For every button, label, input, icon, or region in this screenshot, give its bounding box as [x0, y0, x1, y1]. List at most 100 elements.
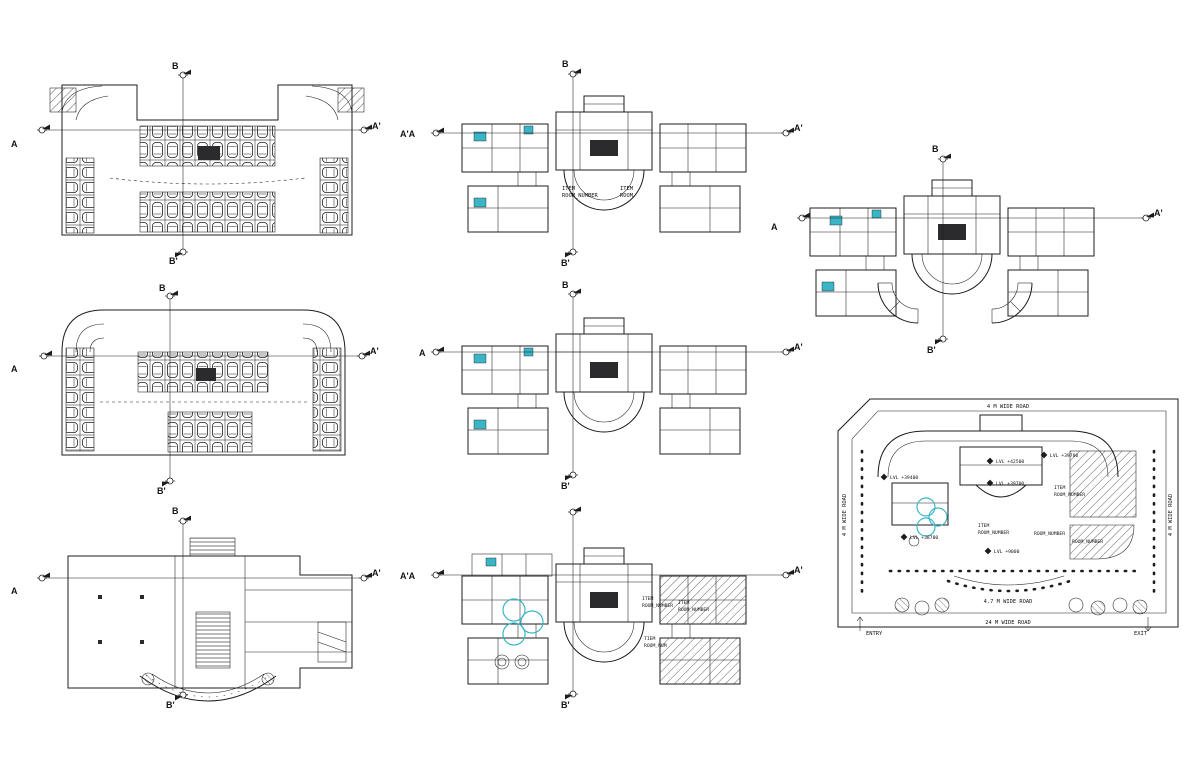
section-marker-a-prime: A': [370, 346, 379, 356]
section-flag: [780, 127, 795, 137]
section-lines: B B' A A': [11, 61, 381, 266]
plan-typical-floor-c: B B' A A': [419, 280, 803, 491]
room-label: ITEM: [562, 186, 576, 192]
curved-colonnade-dots: [946, 579, 1072, 593]
planter: [494, 654, 510, 670]
road-label-bottom: 24 M WIDE ROAD: [985, 620, 1030, 626]
level-marker-6: LVL +9000: [994, 549, 1020, 555]
section-flag: [358, 572, 373, 582]
section-marker-b: B: [172, 61, 179, 71]
section-marker-a-prime: A': [372, 568, 381, 578]
tree: [1112, 597, 1128, 613]
drive-aisle: [109, 177, 306, 185]
lift-core: [198, 146, 220, 160]
level-marker-3: LVL +39700: [996, 481, 1024, 487]
section-marker-b-prime: B': [169, 256, 178, 266]
exit-label: EXIT: [1134, 631, 1148, 637]
tree: [1132, 599, 1148, 615]
section-flag: [564, 690, 579, 700]
section-marker-a-prime: A': [1154, 208, 1163, 218]
section-marker-b-prime: B': [166, 700, 175, 710]
section-marker-b: B: [932, 144, 939, 154]
plan-ground-floor-middle: ITEM ROOM_NUMBER ITEM ROOM_NUMBER TIEM R…: [400, 506, 803, 710]
section-flag: [780, 346, 795, 356]
section-flag: [36, 124, 51, 134]
lift-core: [196, 368, 216, 381]
section-flag: [780, 569, 795, 579]
room-label: ITEM: [678, 600, 689, 606]
level-marker-4: LVL +39700: [1050, 453, 1078, 459]
section-flag: [564, 471, 579, 481]
trees-bottom: [894, 597, 1148, 616]
tree: [1068, 597, 1084, 613]
level-marker-2: LVL +42500: [996, 459, 1024, 465]
parking-stalls-left: [65, 347, 95, 452]
curved-wall: [953, 575, 1065, 586]
level-diamond: [986, 457, 994, 465]
room-label: ITEM: [642, 596, 653, 602]
section-flag: [430, 127, 445, 137]
entrance-portico-arc: [139, 672, 277, 702]
plan-parking-lower: B B' A A': [11, 283, 379, 496]
section-flag: [174, 691, 189, 701]
hall-columns: [98, 595, 144, 644]
level-marker-5: LVL +38700: [910, 535, 938, 541]
toilet-block: [871, 209, 882, 219]
room-label: ROOM: [620, 193, 634, 199]
room-label: ROOM_NUMBER: [978, 530, 1009, 536]
terrace-hatch-lower-right: [1069, 524, 1135, 560]
building-linework: [809, 179, 1095, 324]
section-marker-b: B: [562, 280, 569, 290]
room-label: ROOM_NUMBER: [562, 193, 598, 199]
section-flag: [38, 350, 53, 360]
ramp-hatch-right: [337, 87, 365, 113]
section-flag: [567, 288, 582, 298]
section-marker-b-prime: B': [157, 486, 166, 496]
section-marker-a: A'A: [400, 571, 416, 581]
toilet-block: [829, 215, 843, 226]
section-marker-b: B: [172, 506, 179, 516]
road-label-right: 4 M WIDE ROAD: [1168, 494, 1174, 536]
stair-core: [195, 611, 231, 669]
tree: [894, 597, 910, 613]
section-marker-a: A: [11, 364, 18, 374]
room-label: TIEM: [644, 636, 655, 642]
planter: [141, 672, 155, 686]
plan-ground-floor-left: B B' A A': [11, 506, 381, 710]
section-lines: B B' A A': [11, 283, 379, 496]
pool-clover: [908, 497, 948, 547]
road-label-top: 4 M WIDE ROAD: [987, 404, 1029, 410]
section-marker-a: A: [419, 348, 426, 358]
building-linework: [461, 317, 747, 455]
room-label: ROOM_NUMBER: [642, 603, 673, 609]
road-label-inner: 4.7 M WIDE ROAD: [984, 599, 1033, 605]
section-marker-b-prime: B': [561, 258, 570, 268]
section-lines: B B' A A': [771, 144, 1163, 355]
section-marker-b-prime: B': [561, 700, 570, 710]
terrace-hatch-right: [1069, 450, 1137, 518]
site-boundary: [837, 398, 1179, 628]
section-marker-a: A'A: [400, 129, 416, 139]
toilet-block: [473, 353, 487, 364]
section-marker-a: A: [11, 586, 18, 596]
parking-stalls-right: [319, 157, 349, 234]
section-flag: [567, 68, 582, 78]
section-flag: [567, 506, 582, 516]
entry-arrow: [856, 616, 864, 631]
stair-fan-left: [877, 282, 919, 324]
road-label-left: 4 M WIDE ROAD: [842, 494, 848, 536]
stair-fan-right: [991, 282, 1033, 324]
toilet-block: [473, 419, 487, 430]
site-room-labels: ITEM ROOM_NUMBER ROOM_NUMBER ITEM ROOM_N…: [978, 485, 1103, 545]
section-marker-b-prime: B': [561, 481, 570, 491]
entry-label: ENTRY: [866, 631, 883, 637]
section-marker-a-prime: A': [794, 565, 803, 575]
section-flag: [934, 335, 949, 345]
exit-arrow: [1144, 617, 1152, 632]
site-building-footprint: [860, 414, 1156, 616]
level-diamond: [984, 547, 992, 555]
tree: [1090, 600, 1106, 616]
section-flag: [177, 69, 192, 79]
level-diamond: [880, 473, 888, 481]
